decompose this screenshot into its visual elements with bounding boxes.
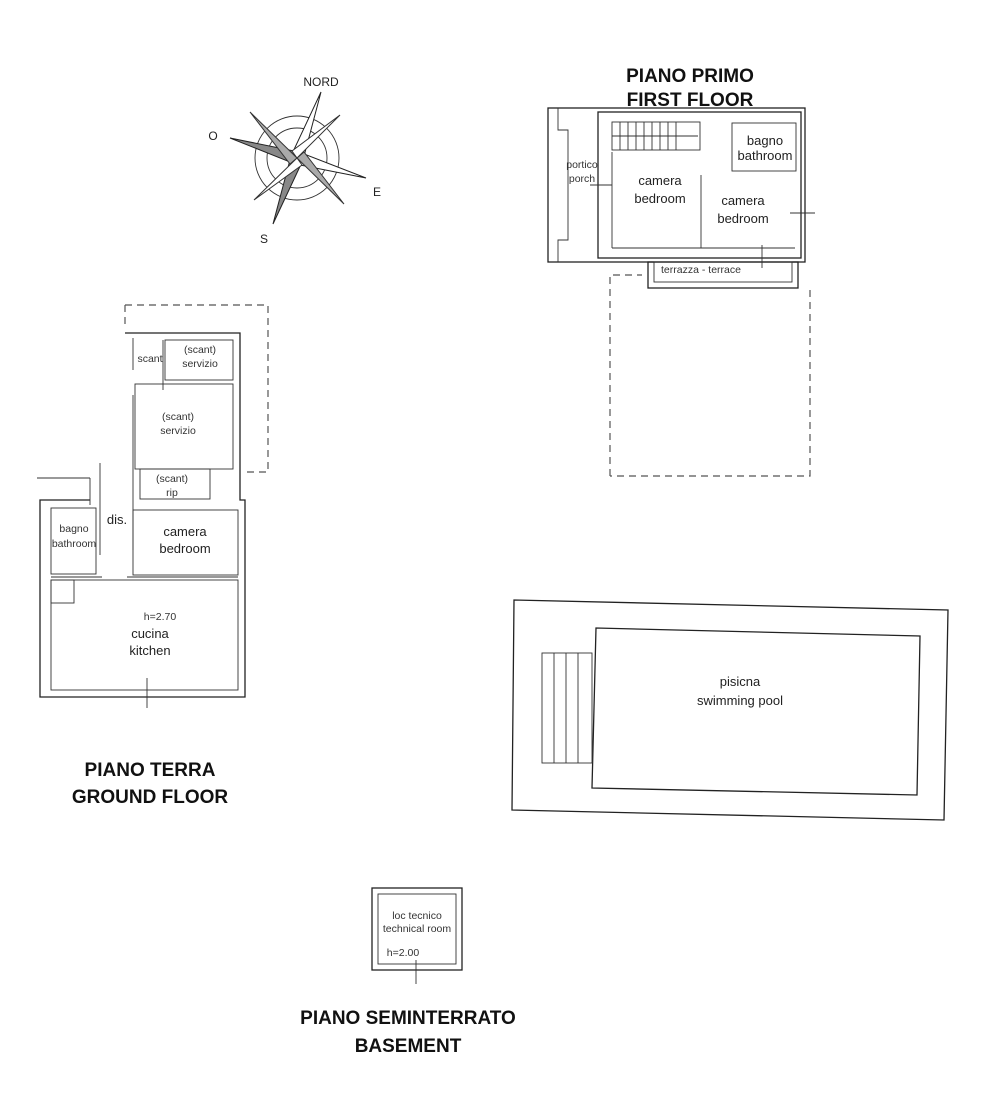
- ground-floor-title-it: PIANO TERRA: [85, 760, 216, 781]
- room-label-serv2-a: (scant): [162, 411, 194, 423]
- room-label-serv2-b: servizio: [160, 425, 196, 437]
- room-label-kitchen-it: cucina: [131, 626, 169, 641]
- ground-floor-plan: [37, 304, 269, 708]
- room-label-technical-en: technical room: [383, 923, 452, 935]
- room-label-gf-bath-en: bathroom: [52, 538, 97, 550]
- room-label-serv1-a: (scant): [184, 344, 216, 356]
- compass-rose-icon: [229, 91, 367, 225]
- compass-west-label: O: [208, 129, 217, 143]
- room-label-porch-en: porch: [569, 173, 595, 185]
- basement-height-label: h=2.00: [387, 947, 420, 959]
- pool-label-en: swimming pool: [697, 693, 783, 708]
- room-label-technical-it: loc tecnico: [392, 910, 442, 922]
- basement-title-en: BASEMENT: [355, 1036, 462, 1057]
- room-label-ff-bed1-en: bedroom: [634, 191, 685, 206]
- kitchen-height-label: h=2.70: [144, 611, 177, 623]
- room-label-terrace: terrazza - terrace: [661, 264, 741, 276]
- compass-south-label: S: [260, 232, 268, 246]
- room-label-ff-bed2-en: bedroom: [717, 211, 768, 226]
- room-label-scant: scant: [137, 353, 162, 365]
- ground-floor-title-en: GROUND FLOOR: [72, 787, 228, 808]
- basement-plan: [371, 887, 463, 984]
- room-label-dis: dis.: [107, 512, 127, 527]
- room-label-porch-it: portico: [566, 159, 598, 171]
- room-label-ff-bath-en: bathroom: [738, 148, 793, 163]
- room-label-gf-bed-en: bedroom: [159, 541, 210, 556]
- room-label-serv1-b: servizio: [182, 358, 218, 370]
- pool-label-it: pisicna: [720, 674, 761, 689]
- compass-north-label: NORD: [303, 75, 339, 89]
- room-label-rip-b: rip: [166, 487, 178, 499]
- first-floor-plan: [547, 107, 815, 477]
- room-label-ff-bed1-it: camera: [638, 173, 682, 188]
- room-label-gf-bed-it: camera: [163, 524, 207, 539]
- room-label-gf-bath-it: bagno: [59, 523, 88, 535]
- room-label-rip-a: (scant): [156, 473, 188, 485]
- first-floor-title-en: FIRST FLOOR: [627, 90, 754, 111]
- first-floor-title-it: PIANO PRIMO: [626, 66, 754, 87]
- room-label-kitchen-en: kitchen: [129, 643, 170, 658]
- basement-title-it: PIANO SEMINTERRATO: [300, 1008, 516, 1029]
- swimming-pool-plan: [511, 599, 949, 821]
- compass-east-label: E: [373, 185, 381, 199]
- room-label-ff-bath-it: bagno: [747, 133, 783, 148]
- room-label-ff-bed2-it: camera: [721, 193, 765, 208]
